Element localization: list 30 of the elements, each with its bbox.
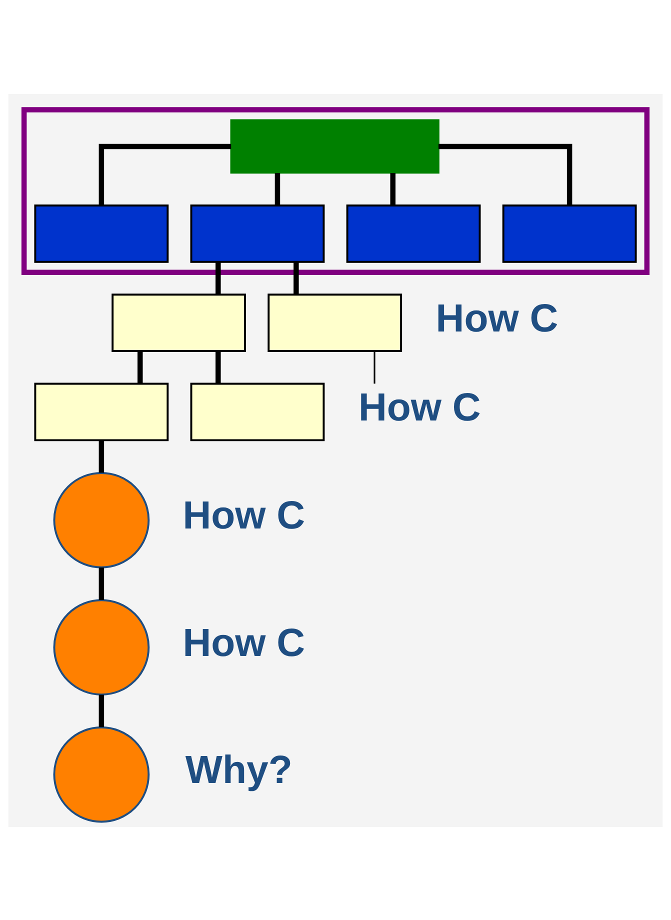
label: Why? <box>185 748 292 792</box>
connector <box>98 440 104 472</box>
node-box <box>268 293 402 352</box>
cluster <box>21 106 650 274</box>
connector <box>274 172 280 205</box>
node-box <box>34 382 169 441</box>
node-box <box>190 204 325 262</box>
connector <box>98 567 104 600</box>
connector <box>294 261 299 294</box>
node-text: How C <box>358 385 481 430</box>
node-box <box>346 204 481 262</box>
node-circle <box>53 598 150 696</box>
label: How C <box>182 493 306 538</box>
connector <box>390 172 396 205</box>
label: How C <box>436 296 558 340</box>
connector <box>216 350 221 384</box>
node-box <box>34 204 169 262</box>
node-box <box>230 118 440 174</box>
node-circle <box>53 471 150 568</box>
node-circle <box>53 726 150 822</box>
connector <box>216 261 221 294</box>
label: How C <box>182 620 306 664</box>
connector <box>98 694 104 727</box>
connector <box>374 350 376 384</box>
node-box <box>112 293 246 352</box>
node-box <box>502 204 637 262</box>
node-box <box>190 382 325 441</box>
connector <box>98 143 232 205</box>
connector <box>438 143 572 205</box>
connector <box>138 350 143 384</box>
